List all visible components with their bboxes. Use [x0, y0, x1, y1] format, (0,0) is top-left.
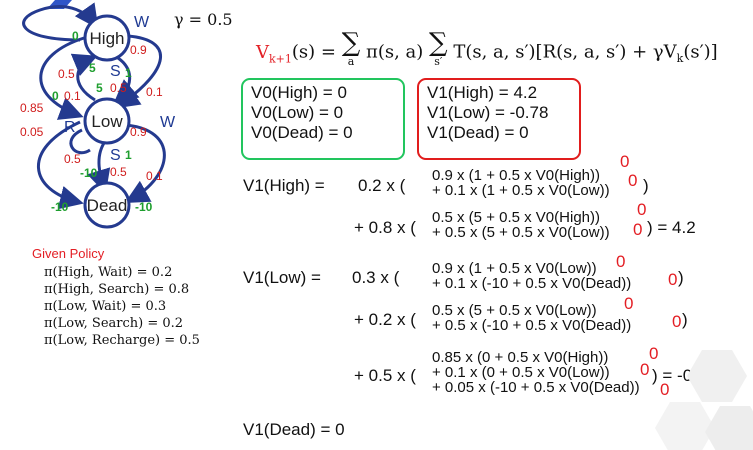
v1-high: V1(High) = 4.2 [427, 83, 538, 102]
prob-ls-low: 0.5 [110, 165, 127, 179]
v1-high-zero-2: 0 [628, 171, 638, 190]
node-dead [83, 181, 131, 229]
reward-high-wait: 0 [72, 29, 79, 43]
action-s-high: S [110, 63, 121, 80]
v1-high-zero-4: 0 [633, 220, 643, 239]
v1-dead: V1(Dead) = 0 [427, 123, 529, 142]
v1-low-zero-5: 0 [649, 344, 659, 363]
bellman-equation: Vk+1(s) = ∑a π(s, a) ∑s′ T(s, a, s′)[R(s… [256, 28, 718, 68]
v1-low-zero-6: 0 [640, 360, 650, 379]
node-high-label: High [90, 29, 125, 48]
v1-high-coef1: 0.2 x ( [358, 176, 406, 195]
reward-low-recharge-high: 0 [52, 89, 59, 103]
v1-high-lhs: V1(High) = [243, 176, 325, 195]
gamma-label: γ = 0.5 [174, 10, 233, 29]
arc-high-left [39, 36, 85, 120]
bellman-sum-a: ∑a [341, 28, 361, 68]
v1-low-coef2: + 0.2 x ( [354, 310, 416, 329]
arc-low-recharge [69, 128, 91, 155]
node-dead-label: Dead [87, 196, 128, 215]
reward-dead-right: -10 [135, 200, 153, 214]
v1-high-coef2: + 0.8 x ( [354, 218, 416, 237]
action-r-low: R [64, 119, 76, 136]
v1-low-close2: ) [682, 310, 688, 329]
action-w-low: W [160, 114, 176, 131]
reward-low-dead-search: -10 [80, 166, 98, 180]
prob-low-s: 0.5 [64, 152, 81, 166]
policy-low-search: π(Low, Search) = 0.2 [44, 316, 184, 331]
v1-low-term2: 0.5 x (5 + 0.5 x V0(Low)) + 0.5 x (-10 +… [432, 302, 632, 334]
node-high [83, 14, 131, 62]
arc-low-search [87, 142, 111, 194]
v0-box: V0(High) = 0 V0(Low) = 0 V0(Dead) = 0 [241, 78, 405, 160]
v0-dead: V0(Dead) = 0 [251, 123, 353, 142]
prob-085: 0.85 [20, 101, 44, 115]
arc-high-self [22, 2, 99, 42]
policy-high-search: π(High, Search) = 0.8 [44, 282, 190, 297]
policy-low-recharge: π(Low, Recharge) = 0.5 [44, 333, 200, 348]
v1-low-term3: 0.85 x (0 + 0.5 x V0(High)) + 0.1 x (0 +… [432, 349, 640, 396]
policy-title: Given Policy [32, 246, 105, 261]
v1-low-term1: 0.9 x (1 + 0.5 x V0(Low)) + 0.1 x (-10 +… [432, 260, 632, 292]
v1-low-zero-1: 0 [616, 252, 626, 271]
v1-box: V1(High) = 4.2 V1(Low) = -0.78 V1(Dead) … [417, 78, 581, 160]
action-s-low: S [110, 147, 121, 164]
v1-low: V1(Low) = -0.78 [427, 103, 549, 122]
policy-list: π(High, Wait) = 0.2 π(High, Search) = 0.… [44, 264, 200, 349]
policy-high-wait: π(High, Wait) = 0.2 [44, 265, 173, 280]
node-low-label: Low [91, 112, 123, 131]
v0-high: V0(High) = 0 [251, 83, 347, 102]
v1-high-term2: 0.5 x (5 + 0.5 x V0(High)) + 0.5 x (5 + … [432, 209, 610, 241]
v1-low-lhs: V1(Low) = [243, 268, 321, 287]
prob-high-s: 0.5 [58, 67, 75, 81]
v1-high-close2: ) = 4.2 [647, 218, 696, 237]
v1-low-zero-3: 0 [624, 294, 634, 313]
prob-low-w: 0.9 [130, 125, 147, 139]
bellman-pi-term: π(s, a) [366, 41, 424, 63]
v1-low-zero-7: 0 [660, 380, 670, 399]
v0-low: V0(Low) = 0 [251, 103, 344, 122]
prob-hs-low: 0.5 [110, 81, 127, 95]
bellman-sum-s: ∑s′ [429, 28, 448, 68]
bellman-lhs-arg: (s) = [291, 41, 342, 63]
v1-low-coef1: 0.3 x ( [352, 268, 400, 287]
hexagon-decoration [655, 350, 753, 450]
node-low [83, 97, 131, 145]
v1-high-zero-1: 0 [620, 152, 630, 171]
prob-high-w: 0.9 [130, 43, 147, 57]
policy-low-wait: π(Low, Wait) = 0.3 [44, 299, 167, 314]
v1-high-zero-3: 0 [637, 200, 647, 219]
bellman-rest: T(s, a, s′)[R(s, a, s′) + γV [453, 41, 677, 63]
reward-low-search: 5 [96, 81, 103, 95]
v1-low-zero-4: 0 [672, 312, 682, 331]
reward-low-to-high: 1 [125, 66, 132, 80]
action-w-high: W [134, 14, 150, 31]
reward-high-to-low: 1 [125, 148, 132, 162]
reward-high-search: 5 [89, 61, 96, 75]
prob-005: 0.05 [20, 125, 44, 139]
arc-low-wait [124, 123, 166, 203]
mdp-diagram-svg: High Low Dead W S W S R 0 5 5 1 1 -10 -1… [20, 0, 176, 229]
prob-low-dead: 0.1 [146, 169, 163, 183]
reward-dead-left: -10 [51, 200, 69, 214]
v1-high-close1: ) [643, 176, 649, 195]
v1-high-term1: 0.9 x (1 + 0.5 x V0(High)) + 0.1 x (1 + … [432, 167, 610, 199]
prob-high-low-w: 0.1 [146, 85, 163, 99]
arc-low-to-high [70, 53, 98, 102]
arc-high-search [113, 56, 140, 104]
v1-low-coef3: + 0.5 x ( [354, 366, 416, 385]
bellman-lhs: Vk+1 [256, 41, 292, 66]
v1-low-zero-2: 0 [668, 270, 678, 289]
v1-low-close1: ) [678, 268, 684, 287]
prob-low-r: 0.1 [64, 89, 81, 103]
arc-low-left [37, 120, 84, 210]
v1-dead-line: V1(Dead) = 0 [243, 420, 345, 439]
